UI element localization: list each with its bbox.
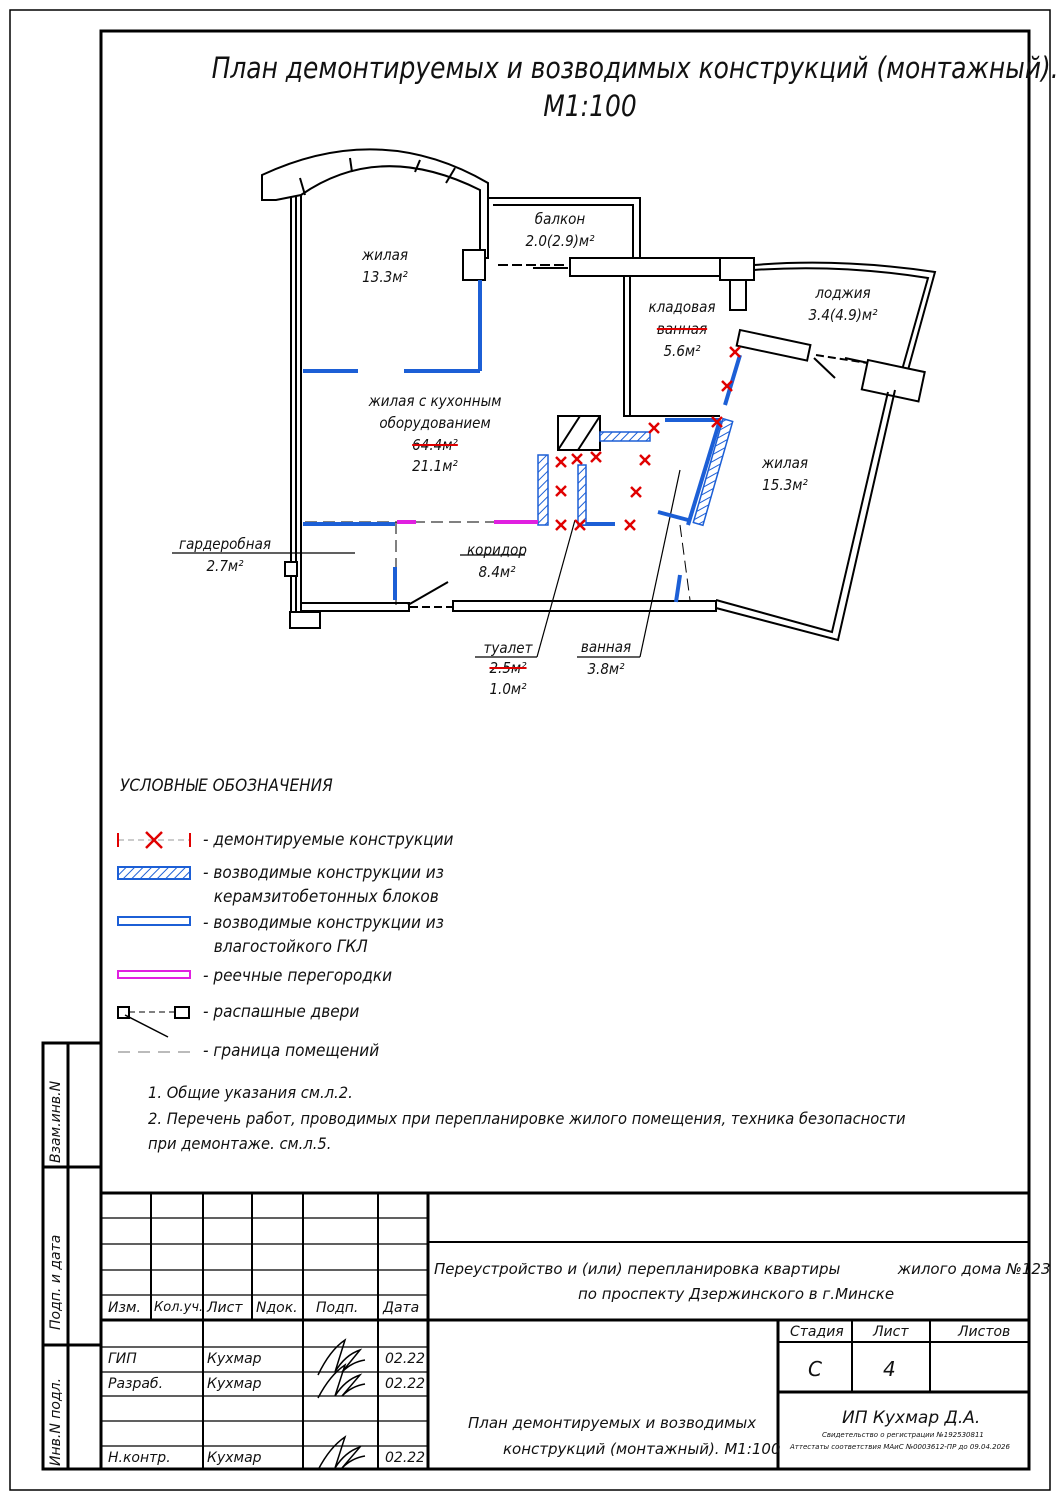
page-title: План демонтируемых и возводимых конструк… [211, 50, 1059, 125]
room-name: гардеробная [179, 535, 271, 553]
tb-header-qty: Кол.уч. [154, 1300, 204, 1315]
room-area: 2.0(2.9)м² [525, 231, 595, 250]
tb-date-control: 02.22 [385, 1450, 426, 1466]
room-area: 8.4м² [478, 562, 516, 581]
title-line2: М1:100 [543, 88, 637, 123]
tb-stage-label: Стадия [790, 1324, 844, 1340]
tb-sheet-label: Лист [873, 1324, 909, 1340]
legend-text: - граница помещений [203, 1041, 380, 1061]
room-old-name: ванная [656, 319, 708, 338]
tb-cert-2: Аттестаты соответствия МАиС №0003612-ПР … [790, 1443, 1010, 1451]
room-area: 3.4(4.9)м² [808, 305, 878, 324]
room-name: лоджия [815, 284, 871, 302]
tb-cert-1: Свидетельство о регистрации №192530811 [822, 1431, 984, 1439]
tb-header-sign: Подп. [316, 1300, 359, 1316]
room-name: жилая [762, 454, 808, 472]
tb-role-gip: ГИП [108, 1351, 137, 1367]
room-living-kitchen-label: жилая с кухонным оборудованием 64.4м² 21… [359, 391, 512, 478]
legend-text: - распашные двери [203, 1002, 360, 1022]
tb-header-sheet: Лист [207, 1300, 243, 1316]
legend-text-2: керамзитобетонных блоков [213, 887, 439, 907]
legend-text: - возводимые конструкции из [203, 913, 444, 933]
room-name: туалет [483, 639, 533, 657]
room-bathroom-label: ванная 3.8м² [570, 637, 642, 681]
new-walls-block [537, 417, 734, 527]
outer-border [9, 9, 1051, 1491]
room-loggia-label: лоджия 3.4(4.9)м² [794, 283, 893, 327]
room-corridor-label: коридор 8.4м² [457, 540, 538, 584]
tb-role-control: Н.контр. [108, 1450, 171, 1466]
room-old-area: 2.5м² [489, 659, 527, 678]
room-area: 3.8м² [587, 659, 625, 678]
legend-text-2: влагостойкого ГКЛ [213, 937, 368, 957]
room-storage-label: кладовая ванная 5.6м² [637, 297, 727, 362]
room-living1-label: жилая 13.3м² [345, 245, 426, 289]
note-2: 2. Перечень работ, проводимых при перепл… [148, 1109, 906, 1128]
tb-date-gip: 02.22 [385, 1351, 426, 1367]
floor-plan [261, 148, 937, 642]
demolished-marks [555, 346, 741, 531]
side-label-sign-date: Подп. и дата [48, 1234, 64, 1330]
room-balcony-label: балкон 2.0(2.9)м² [511, 209, 610, 253]
side-label-replace-inv: Взам.инв.N [48, 1080, 64, 1163]
room-old-area: 64.4м² [412, 435, 458, 454]
title-line1: План демонтируемых и возводимых конструк… [211, 51, 1059, 85]
side-label-inv-orig: Инв.N подл. [48, 1377, 64, 1466]
side-stamp [41, 1041, 103, 1471]
room-living2-label: жилая 15.3м² [745, 453, 826, 497]
tb-header-doc: Nдок. [256, 1300, 298, 1316]
tb-project-line1: Переустройство и (или) перепланировка кв… [434, 1260, 1051, 1278]
signatures [317, 1338, 366, 1471]
tb-header-date: Дата [383, 1300, 420, 1316]
legend-text: - реечные перегородки [203, 966, 393, 986]
tb-stage-value: С [808, 1357, 822, 1381]
tb-name-gip: Кухмар [207, 1351, 262, 1367]
tb-header-change: Изм. [108, 1300, 141, 1316]
tb-drawing-line2: конструкций (монтажный). М1:100 [503, 1440, 781, 1458]
room-wardrobe-label: гардеробная 2.7м² [176, 534, 275, 578]
room-name: балкон [534, 210, 586, 228]
room-name: жилая с кухонным [368, 392, 502, 410]
room-name: коридор [467, 541, 527, 559]
room-toilet-label: туалет 2.5м² 1.0м² [472, 638, 544, 699]
tb-drawing-line1: План демонтируемых и возводимых [468, 1414, 757, 1432]
room-name-2: оборудованием [379, 413, 491, 432]
tb-name-control: Кухмар [207, 1450, 262, 1466]
room-area: 15.3м² [762, 475, 808, 494]
legend-title: УСЛОВНЫЕ ОБОЗНАЧЕНИЯ [120, 776, 333, 796]
tb-role-dev: Разраб. [108, 1376, 164, 1392]
tb-date-dev: 02.22 [385, 1376, 426, 1392]
room-name: жилая [362, 246, 408, 264]
title-block-grid [101, 1191, 1029, 1469]
room-name: кладовая [648, 298, 716, 316]
leader-lines [172, 469, 681, 658]
legend-text: - демонтируемые конструкции [203, 830, 454, 850]
room-area: 13.3м² [362, 267, 408, 286]
room-area: 21.1м² [412, 457, 458, 476]
room-area: 2.7м² [206, 556, 244, 575]
inner-frame [99, 29, 1031, 1471]
legend-symbols [117, 831, 191, 1053]
room-name: ванная [580, 638, 632, 656]
note-3: при демонтаже. см.л.5. [148, 1134, 332, 1153]
legend-text: - возводимые конструкции из [203, 863, 444, 883]
tb-name-dev: Кухмар [207, 1376, 262, 1392]
room-area: 5.6м² [663, 341, 701, 360]
tb-sheet-value: 4 [883, 1357, 896, 1381]
room-area: 1.0м² [489, 679, 527, 698]
tb-project-line2: по проспекту Дзержинского в г.Минске [578, 1285, 895, 1303]
tb-company: ИП Кухмар Д.А. [842, 1408, 981, 1428]
note-1: 1. Общие указания см.л.2. [148, 1083, 353, 1102]
tb-sheets-label: Листов [958, 1324, 1011, 1340]
